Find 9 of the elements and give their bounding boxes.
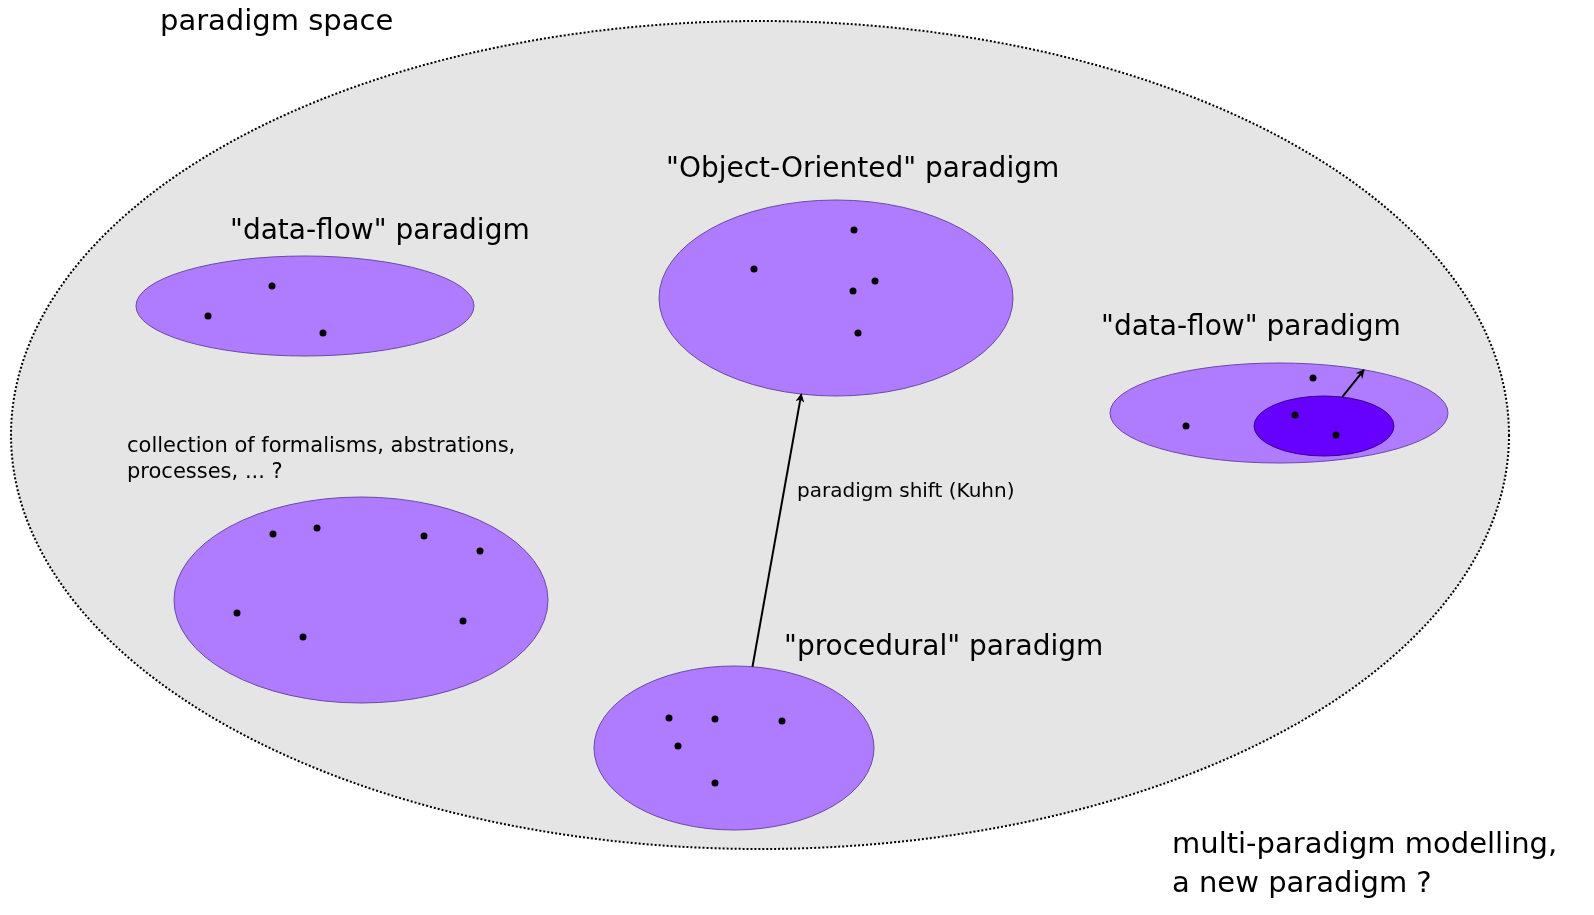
region-title: "procedural" paradigm [784, 628, 1104, 663]
region-caption: collection of formalisms, abstrations, processes, ... ? [127, 432, 517, 485]
arrow [1341, 368, 1365, 398]
region-title: "Object-Oriented" paradigm [666, 150, 1060, 185]
arrow [751, 393, 805, 668]
note-text: multi-paradigm modelling, a new paradigm ? [1172, 825, 1559, 902]
region-title: "data-flow" paradigm [230, 212, 530, 247]
region-title: paradigm space [160, 2, 394, 39]
region-title: "data-flow" paradigm [1101, 308, 1401, 343]
